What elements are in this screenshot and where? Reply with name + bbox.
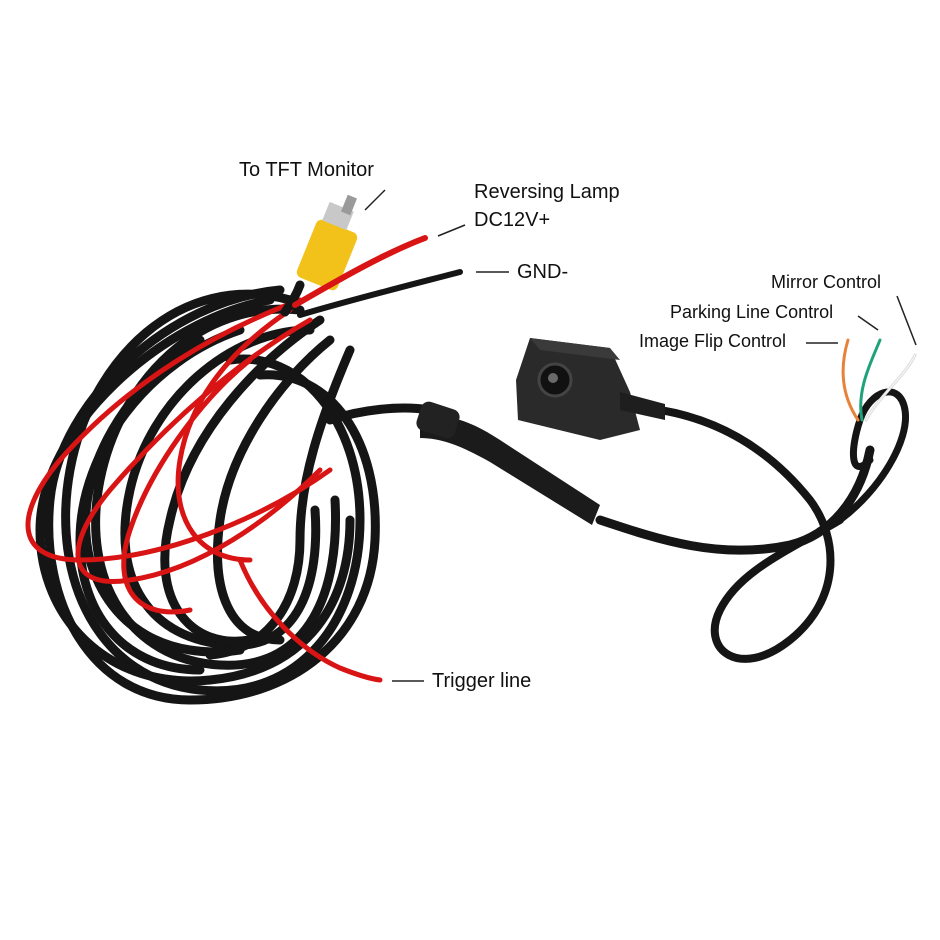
control-wires <box>841 338 917 422</box>
power-leads <box>292 235 463 318</box>
rear-view-camera-icon <box>516 338 665 440</box>
red-wire-loops <box>25 297 383 683</box>
leader-lines <box>364 189 917 682</box>
label-reversing-lamp: Reversing Lamp <box>474 181 620 203</box>
black-cable-coil <box>35 285 380 705</box>
label-trigger-line: Trigger line <box>432 670 532 692</box>
label-mirror-control: Mirror Control <box>771 272 882 292</box>
label-image-flip-control: Image Flip Control <box>639 331 787 351</box>
label-dc12v: DC12V+ <box>474 209 551 231</box>
rca-plug-icon <box>280 194 358 317</box>
label-to-tft-monitor: To TFT Monitor <box>239 159 374 181</box>
label-gnd: GND- <box>517 261 569 283</box>
black-trunk-cable <box>325 388 910 663</box>
label-parking-line-control: Parking Line Control <box>670 302 834 322</box>
inline-connector <box>416 401 600 525</box>
